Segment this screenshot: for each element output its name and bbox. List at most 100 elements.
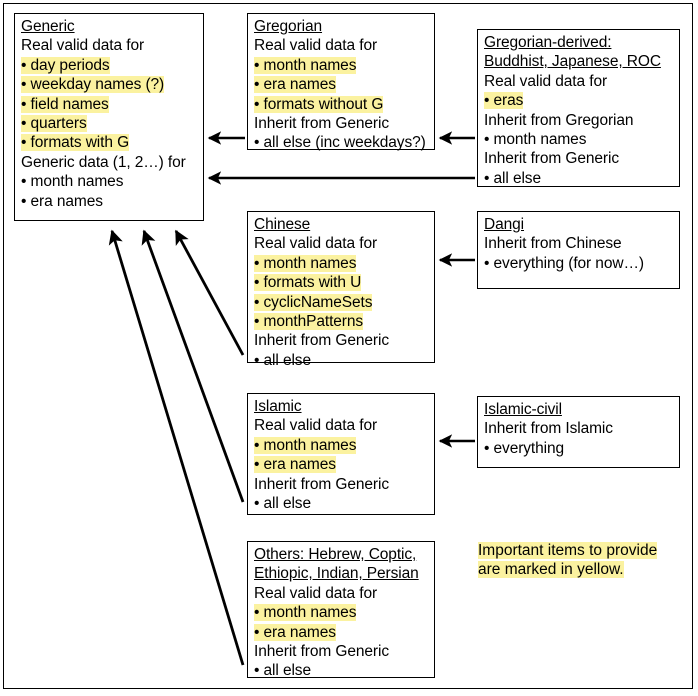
gregorian-line-3: • month names [254, 56, 429, 75]
generic-line-7: • formats with G [21, 133, 198, 152]
islamic-line-4-text: • era names [254, 456, 336, 474]
gregorian-line-2: Real valid data for [254, 36, 429, 55]
gregorian-line-4: • era names [254, 75, 429, 94]
gregorian-derived-line-3-text: Real valid data for [484, 72, 608, 90]
generic-line-6-text: • quarters [21, 115, 87, 133]
others-line-4-text: • month names [254, 604, 357, 622]
others-line-6: Inherit from Generic [254, 642, 429, 661]
gregorian-derived-line-8-text: • all else [484, 169, 541, 187]
others-line-1-text: Others: Hebrew, Coptic, [254, 546, 417, 563]
islamic-line-1-text: Islamic [254, 398, 302, 415]
chinese-line-7-text: Inherit from Generic [254, 332, 389, 350]
generic-line-7-text: • formats with G [21, 134, 130, 152]
chinese-line-1: Chinese [254, 215, 429, 234]
others-line-7: • all else [254, 661, 429, 680]
legend-note: Important items to provide are marked in… [478, 541, 688, 580]
generic-line-6: • quarters [21, 114, 198, 133]
others-line-2-text: Ethiopic, Indian, Persian [254, 565, 419, 583]
dangi-line-2-text: Inherit from Chinese [484, 235, 622, 253]
gregorian-derived-box[interactable]: Gregorian-derived: Buddhist, Japanese, RO… [477, 29, 680, 187]
dangi-line-3-text: • everything (for now…) [484, 254, 644, 272]
others-line-3-text: Real valid data for [254, 584, 378, 602]
gregorian-derived-line-6-text: • month names [484, 131, 587, 149]
gregorian-line-7: • all else (inc weekdays?) [254, 133, 429, 152]
generic-line-4-text: • weekday names (?) [21, 76, 165, 94]
chinese-line-4-text: • formats with U [254, 274, 362, 292]
chinese-line-8: • all else [254, 351, 429, 370]
generic-line-8: Generic data (1, 2…) for [21, 153, 198, 172]
generic-line-1-text: Generic [21, 18, 75, 35]
generic-line-9-text: • month names [21, 173, 124, 191]
gregorian-derived-line-2: Buddhist, Japanese, ROC [484, 52, 674, 71]
gregorian-line-7-text: • all else (inc weekdays?) [254, 134, 426, 152]
dangi-line-2: Inherit from Chinese [484, 234, 674, 253]
islamic-civil-line-1-text: Islamic-civil [484, 401, 562, 418]
gregorian-derived-line-4: • eras [484, 91, 674, 110]
gregorian-derived-line-1: Gregorian-derived: [484, 33, 674, 52]
gregorian-derived-line-4-text: • eras [484, 92, 524, 110]
chinese-line-3-text: • month names [254, 254, 357, 272]
gregorian-line-6: Inherit from Generic [254, 114, 429, 133]
chinese-line-6: • monthPatterns [254, 312, 429, 331]
others-box[interactable]: Others: Hebrew, Coptic, Ethiopic, Indian,… [247, 541, 435, 680]
islamic-civil-line-3: • everything [484, 439, 674, 458]
generic-line-5: • field names [21, 95, 198, 114]
others-line-1: Others: Hebrew, Coptic, [254, 545, 429, 564]
others-line-4: • month names [254, 603, 429, 622]
islamic-line-5: Inherit from Generic [254, 475, 429, 494]
chinese-line-2-text: Real valid data for [254, 235, 378, 253]
gregorian-derived-line-5: Inherit from Gregorian [484, 111, 674, 130]
chinese-line-3: • month names [254, 254, 429, 273]
generic-line-9: • month names [21, 172, 198, 191]
gregorian-derived-line-6: • month names [484, 130, 674, 149]
legend-note-line-2: are marked in yellow. [478, 561, 624, 579]
others-line-5: • era names [254, 623, 429, 642]
gregorian-derived-line-7-text: Inherit from Generic [484, 150, 619, 168]
islamic-line-1: Islamic [254, 397, 429, 416]
generic-line-10-text: • era names [21, 192, 103, 210]
chinese-line-5: • cyclicNameSets [254, 293, 429, 312]
gregorian-line-1-text: Gregorian [254, 18, 323, 35]
islamic-line-4: • era names [254, 455, 429, 474]
diagram-outer-frame [3, 3, 693, 689]
chinese-line-4: • formats with U [254, 273, 429, 292]
chinese-line-8-text: • all else [254, 351, 311, 369]
generic-line-8-text: Generic data (1, 2…) for [21, 153, 186, 171]
legend-note-line-1: Important items to provide [478, 542, 658, 559]
islamic-civil-line-2: Inherit from Islamic [484, 419, 674, 438]
gregorian-derived-line-3: Real valid data for [484, 72, 674, 91]
generic-line-3: • day periods [21, 56, 198, 75]
islamic-line-3: • month names [254, 436, 429, 455]
generic-line-10: • era names [21, 192, 198, 211]
islamic-line-5-text: Inherit from Generic [254, 475, 389, 493]
others-line-3: Real valid data for [254, 584, 429, 603]
gregorian-derived-line-5-text: Inherit from Gregorian [484, 111, 634, 129]
chinese-line-7: Inherit from Generic [254, 331, 429, 350]
gregorian-derived-line-2-text: Buddhist, Japanese, ROC [484, 53, 661, 71]
chinese-line-6-text: • monthPatterns [254, 313, 364, 331]
gregorian-line-4-text: • era names [254, 76, 336, 94]
generic-line-5-text: • field names [21, 95, 109, 113]
dangi-line-1-text: Dangi [484, 216, 524, 233]
gregorian-line-5: • formats without G [254, 95, 429, 114]
islamic-civil-line-1: Islamic-civil [484, 400, 674, 419]
generic-line-1: Generic [21, 17, 198, 36]
generic-line-2-text: Real valid data for [21, 37, 145, 55]
others-line-6-text: Inherit from Generic [254, 643, 389, 661]
gregorian-line-6-text: Inherit from Generic [254, 115, 389, 133]
gregorian-derived-line-8: • all else [484, 169, 674, 188]
generic-line-2: Real valid data for [21, 36, 198, 55]
gregorian-line-5-text: • formats without G [254, 95, 384, 113]
gregorian-line-1: Gregorian [254, 17, 429, 36]
islamic-line-6-text: • all else [254, 495, 311, 513]
gregorian-derived-line-1-text: Gregorian-derived: [484, 34, 612, 51]
chinese-line-2: Real valid data for [254, 234, 429, 253]
generic-line-4: • weekday names (?) [21, 75, 198, 94]
